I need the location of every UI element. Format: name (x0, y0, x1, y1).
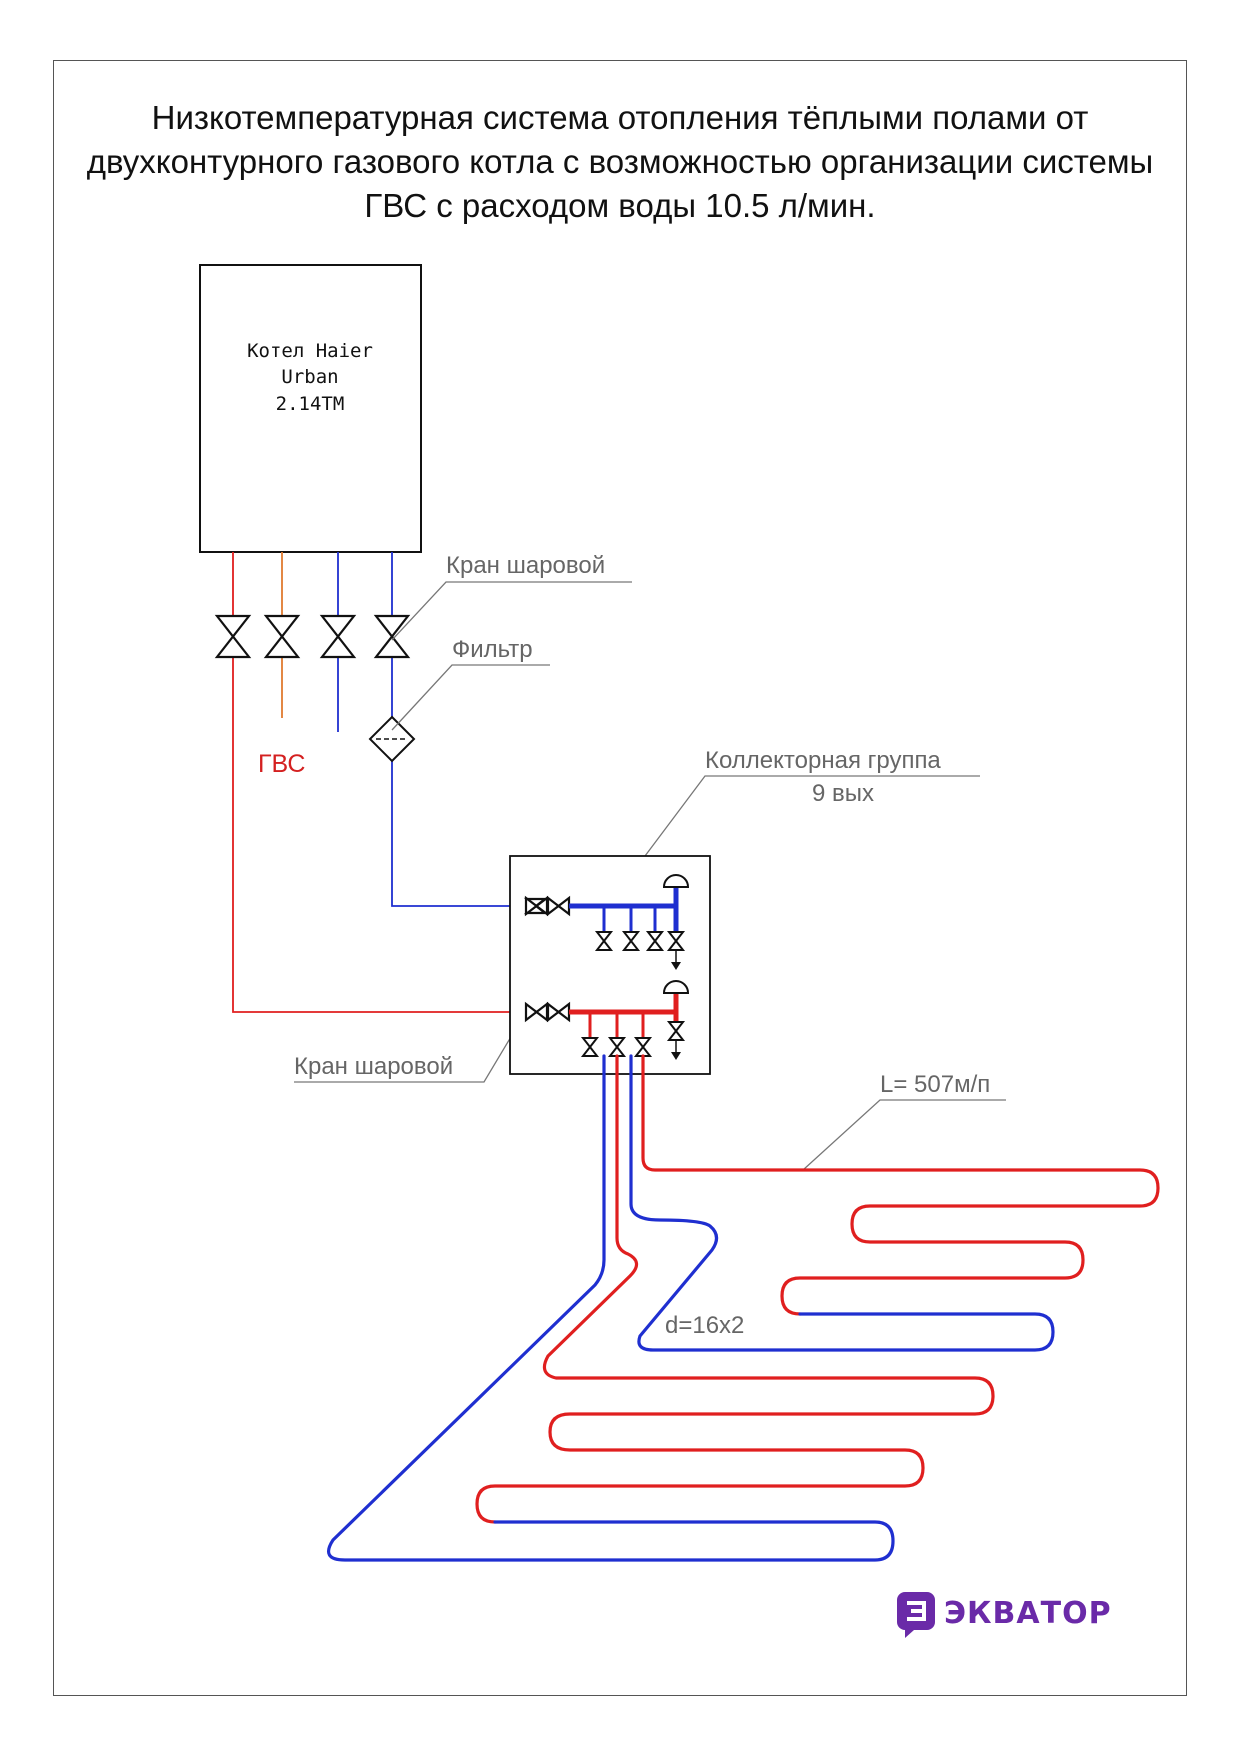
brand-name: ЭКВАТОР (944, 1596, 1112, 1631)
filter-icon (368, 715, 416, 763)
boiler-box (199, 264, 422, 553)
leader-lines (294, 581, 1006, 1171)
drain-valve-icon (666, 931, 686, 951)
manifold-box (509, 855, 711, 1075)
air-vent-icon (662, 980, 690, 994)
pipe-diameter-label: d=16x2 (665, 1312, 744, 1339)
valve-icon (319, 614, 357, 659)
supply-manifold (524, 980, 690, 1060)
gvs-label: ГВС (258, 750, 305, 778)
loop-length-label: L= 507м/п (880, 1071, 990, 1098)
manifold-label: Коллекторная группа (705, 747, 941, 774)
valve-icon (373, 614, 411, 659)
drawing-frame (53, 60, 1187, 1696)
valve-icon (546, 895, 571, 917)
drain-valve-icon (666, 1021, 686, 1041)
return-manifold (523, 874, 690, 970)
valve-icon (263, 614, 301, 659)
valve-icon (645, 931, 665, 951)
valve-icon (594, 931, 614, 951)
return-pipe (391, 552, 520, 907)
ball-valve-label-top: Кран шаровой (446, 552, 605, 579)
air-vent-icon (662, 874, 690, 888)
valve-icon (607, 1037, 627, 1057)
brand-logo: ЭКВАТОР (897, 1592, 1112, 1638)
floor-loops (326, 1054, 1160, 1562)
valve-icon (580, 1037, 600, 1057)
loop-a-return (629, 1054, 1055, 1352)
manifold-outputs-label: 9 вых (812, 780, 874, 807)
valve-icon (214, 614, 252, 659)
valve-icon (633, 1037, 653, 1057)
loop-a-supply (641, 1054, 1160, 1316)
valve-icon (546, 1001, 571, 1023)
boiler-label-line3: 2.14TM (276, 393, 345, 415)
valve-icon (621, 931, 641, 951)
loop-b-return (326, 1054, 895, 1562)
boiler-label-line1: Котел Haier (247, 340, 373, 362)
filter-label: Фильтр (452, 636, 533, 663)
supply-pipe (232, 552, 520, 1013)
loop-b-supply (475, 1054, 995, 1524)
boiler-label-line2: Urban (281, 366, 338, 388)
boiler-valves (214, 614, 411, 659)
page-title: Низкотемпературная система отопления тёп… (86, 99, 1154, 224)
ball-valve-label-bottom: Кран шаровой (294, 1053, 453, 1080)
